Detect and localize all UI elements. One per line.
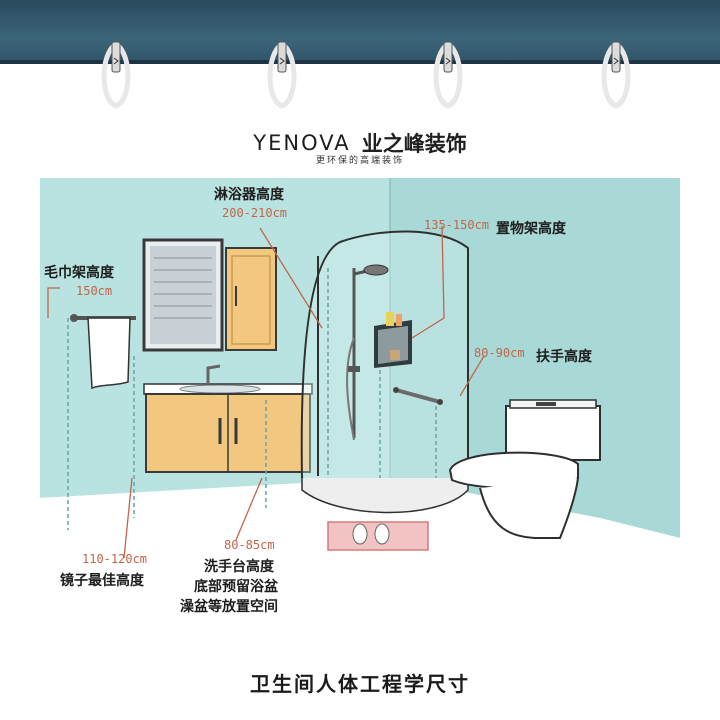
towel-leader <box>47 287 60 318</box>
brand-name-cn: 业之峰装饰 <box>361 132 467 156</box>
mirror-height-value: 110-120cm <box>82 552 148 566</box>
right-wall <box>390 178 680 538</box>
mirror-icon <box>142 238 224 352</box>
shower-icon <box>346 264 389 441</box>
mirror-leader <box>123 477 133 559</box>
shower-curtain-ring-icon <box>601 41 631 109</box>
diagram-caption: 卫生间人体工程学尺寸 <box>250 672 470 696</box>
shower-curtain-ring-icon <box>267 41 297 109</box>
shower-height-value: 200-210cm <box>222 206 288 220</box>
shower-curtain-ring-icon <box>101 41 131 109</box>
towel-height-value: 150cm <box>76 284 113 298</box>
basin-height-line3: 澡盆等放置空间 <box>180 599 278 615</box>
basin-height-line1: 洗手台高度 <box>204 559 274 575</box>
leader-lines <box>47 225 485 559</box>
basin-leader <box>235 477 263 541</box>
shelf-leader <box>411 225 445 339</box>
brand-name-en: YENOVA <box>253 131 351 155</box>
bathroom-illustration <box>40 178 680 630</box>
dimension-lines <box>67 268 437 530</box>
towel-height-title: 毛巾架高度 <box>44 265 114 281</box>
shelf-height-title: 置物架高度 <box>496 221 566 237</box>
header-band-edge <box>0 60 720 64</box>
slippers-icon <box>327 521 429 551</box>
shower-curtain-ring-icon <box>433 41 463 109</box>
mirror-height-title: 镜子最佳高度 <box>60 573 144 589</box>
handrail-height-title: 扶手高度 <box>536 349 592 365</box>
shower-height-title: 淋浴器高度 <box>214 187 284 203</box>
sink-icon <box>143 364 313 473</box>
wall-cabinet <box>225 247 277 351</box>
towel-icon <box>70 314 136 390</box>
handrail-icon <box>393 387 443 405</box>
toilet-icon <box>448 399 601 539</box>
shelf-icon <box>374 312 412 368</box>
handrail-leader <box>459 355 485 397</box>
handrail-height-value: 80-90cm <box>474 346 525 360</box>
shower-leader <box>259 227 323 329</box>
brand-logo: YENOVA 业之峰装饰 <box>0 128 720 158</box>
basin-height-line2: 底部预留浴盆 <box>194 579 278 595</box>
brand-slogan: 更环保的高端装饰 <box>315 156 404 166</box>
shelf-height-value: 135-150cm <box>424 218 490 232</box>
basin-height-value: 80-85cm <box>224 538 275 552</box>
